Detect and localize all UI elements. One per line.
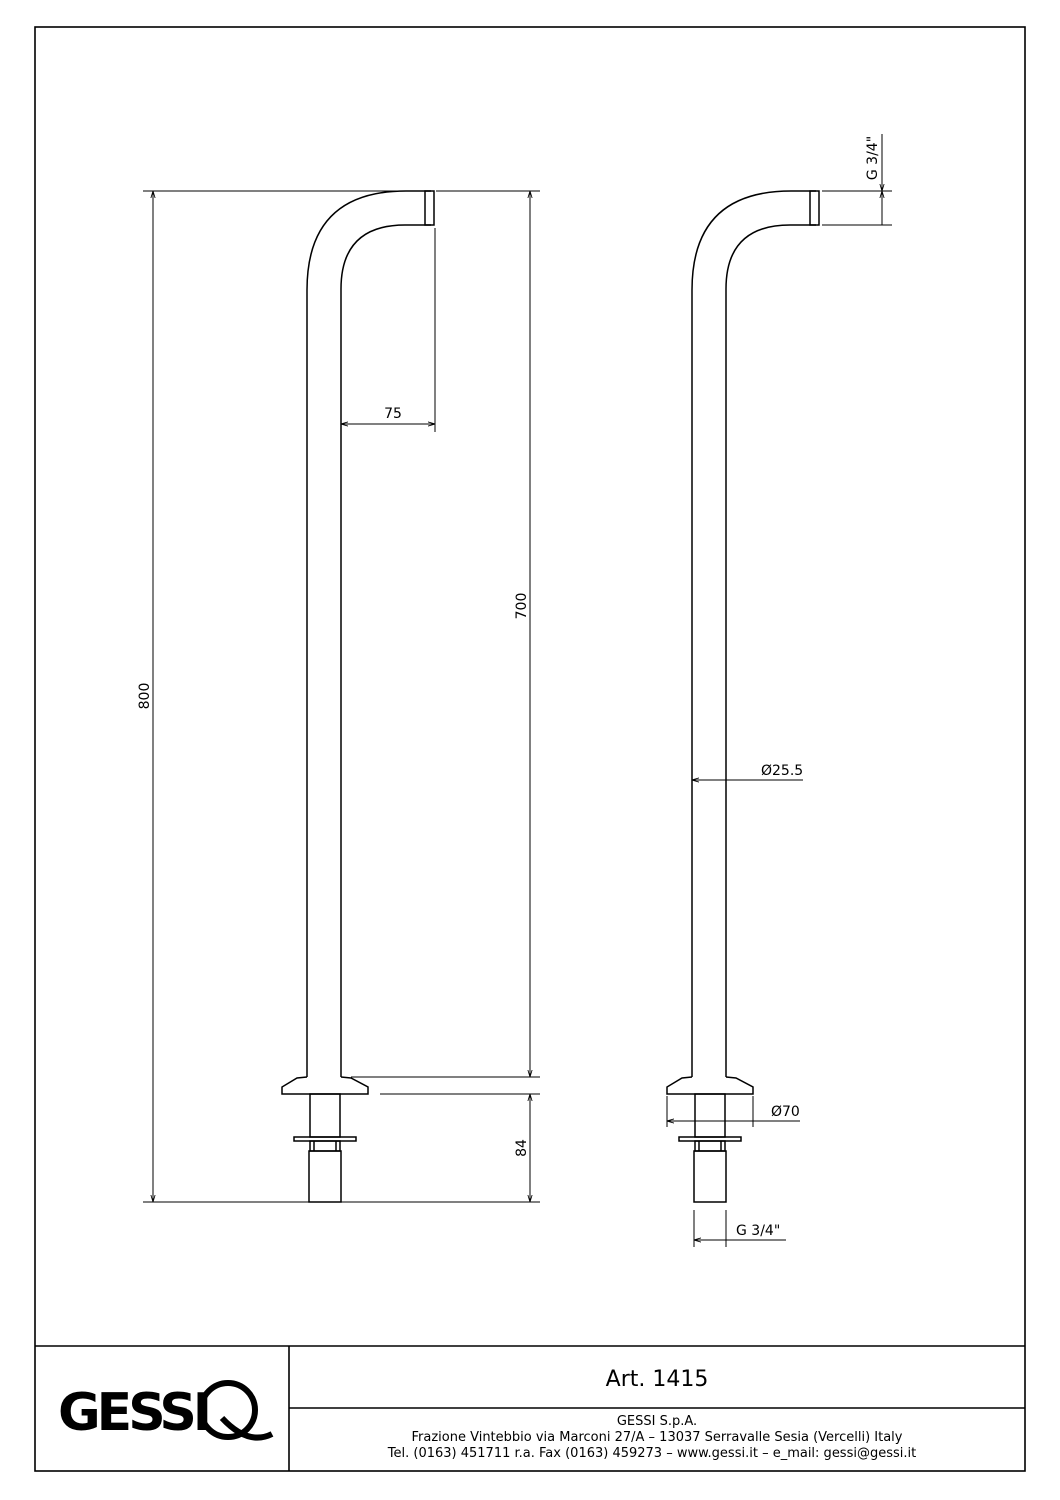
flange-right (666, 1076, 754, 1095)
company-name: GESSI S.p.A. (617, 1414, 697, 1429)
left-dimensions (143, 190, 540, 1203)
dim-overall-height: 800 (137, 683, 153, 710)
dim-thread-length: 84 (514, 1139, 530, 1157)
shank-left (309, 1093, 341, 1138)
dim-outlet-thread: G 3/4" (865, 136, 881, 180)
pipe-inner-right (725, 224, 816, 1077)
dim-spout-reach: 75 (384, 406, 402, 422)
left-view (281, 190, 435, 1203)
dim-body-height: 700 (514, 593, 530, 620)
pipe-outer-right (691, 190, 816, 1077)
dim-pipe-diameter: Ø25.5 (761, 763, 803, 779)
gessi-logo: GESSI (58, 1380, 274, 1443)
pipe-outer-left (306, 190, 431, 1077)
dim-flange-diameter: Ø70 (771, 1104, 800, 1120)
flange-left (281, 1076, 369, 1095)
shank-right (694, 1093, 726, 1138)
dim-inlet-thread: G 3/4" (736, 1223, 780, 1239)
spout-outlet-right (809, 190, 820, 226)
title-block (35, 1345, 1025, 1471)
thread-right (693, 1150, 727, 1203)
sheet-border (34, 26, 1026, 1472)
spout-outlet-left (424, 190, 435, 226)
article-number: Art. 1415 (606, 1367, 709, 1392)
company-contacts: Tel. (0163) 451711 r.a. Fax (0163) 45927… (387, 1446, 916, 1461)
thread-left (308, 1150, 342, 1203)
pipe-inner-left (340, 224, 431, 1077)
company-address: Frazione Vintebbio via Marconi 27/A – 13… (412, 1430, 903, 1445)
svg-text:GESSI: GESSI (58, 1383, 208, 1443)
right-view (666, 190, 820, 1203)
right-dimensions (666, 134, 892, 1247)
